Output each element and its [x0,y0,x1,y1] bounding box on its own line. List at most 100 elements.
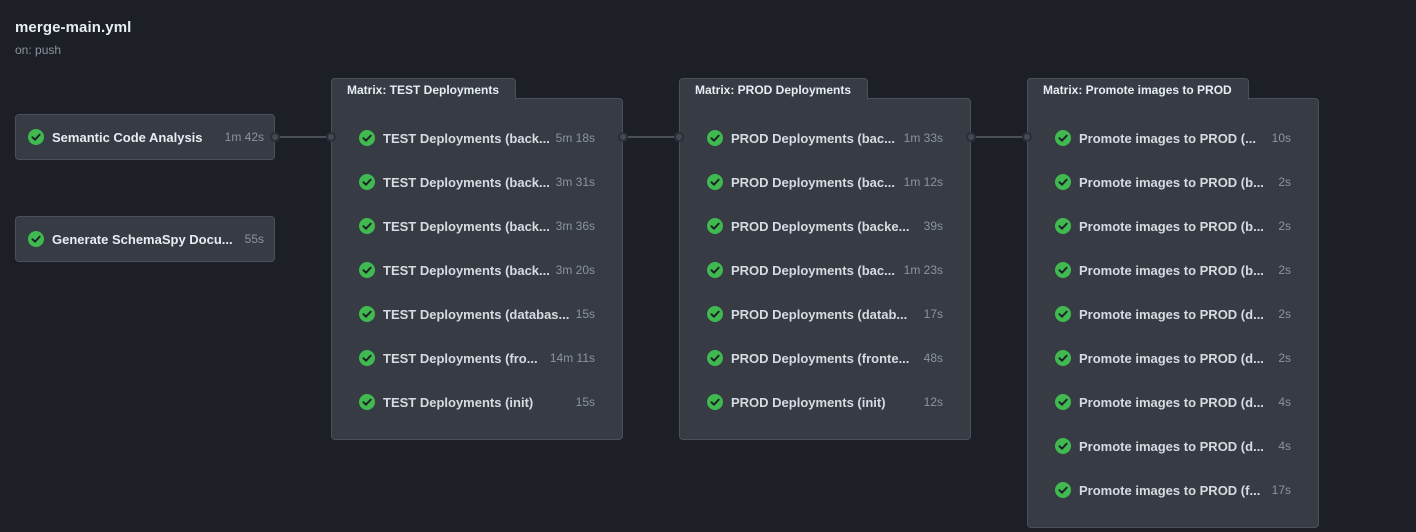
job-duration: 55s [244,232,264,246]
matrix-job-item[interactable]: Promote images to PROD (b... 2s [1055,214,1291,238]
check-circle-icon [1055,482,1071,498]
matrix-job-name: Promote images to PROD (... [1079,130,1256,146]
check-circle-icon [1055,130,1071,146]
matrix-job-item[interactable]: Promote images to PROD (f... 17s [1055,478,1291,502]
job-name: Generate SchemaSpy Docu... [52,231,233,247]
workflow-trigger: on: push [15,43,62,57]
matrix-job-name: Promote images to PROD (d... [1079,350,1264,366]
matrix-job-item[interactable]: TEST Deployments (databas... 15s [359,302,595,326]
matrix-job-item[interactable]: PROD Deployments (bac...1m 23s [707,258,943,282]
matrix-job-item[interactable]: TEST Deployments (back... 3m 20s [359,258,595,282]
matrix-job-item[interactable]: TEST Deployments (back...5m 18s [359,126,595,150]
job-semantic-code-analysis[interactable]: Semantic Code Analysis 1m 42s [15,114,275,160]
matrix-job-duration: 12s [923,395,943,409]
matrix-job-name: PROD Deployments (init) [731,394,886,410]
matrix-job-item[interactable]: PROD Deployments (bac... 1m 12s [707,170,943,194]
matrix-job-name: TEST Deployments (init) [383,394,534,410]
matrix-title: Matrix: TEST Deployments [331,78,517,100]
check-circle-icon [359,350,375,366]
matrix-job-item[interactable]: Promote images to PROD (...10s [1055,126,1291,150]
matrix-promote-images-to-prod: Matrix: Promote images to PROD Promote i… [1027,78,1319,528]
matrix-job-name: TEST Deployments (back... [383,130,550,146]
check-circle-icon [707,218,723,234]
check-circle-icon [1055,394,1071,410]
workflow-file-title[interactable]: merge-main.yml [15,19,132,36]
matrix-test-deployments: Matrix: TEST Deployments TEST Deployment… [331,78,623,440]
matrix-job-duration: 2s [1278,263,1291,277]
matrix-job-item[interactable]: PROD Deployments (bac...1m 33s [707,126,943,150]
matrix-job-item[interactable]: Promote images to PROD (b...2s [1055,170,1291,194]
job-duration: 1m 42s [224,130,264,144]
matrix-job-item[interactable]: PROD Deployments (fronte... 48s [707,346,943,370]
matrix-job-name: TEST Deployments (back... [383,218,550,234]
check-circle-icon [1055,350,1071,366]
check-circle-icon [1055,438,1071,454]
check-circle-icon [1055,262,1071,278]
matrix-job-duration: 48s [923,351,943,365]
check-circle-icon [359,174,375,190]
matrix-job-name: PROD Deployments (fronte... [731,350,910,366]
check-circle-icon [359,394,375,410]
matrix-job-duration: 39s [923,219,943,233]
check-circle-icon [1055,306,1071,322]
matrix-job-name: Promote images to PROD (b... [1079,218,1264,234]
matrix-job-name: Promote images to PROD (d... [1079,438,1264,454]
matrix-job-duration: 2s [1278,351,1291,365]
matrix-job-item[interactable]: PROD Deployments (init) 12s [707,390,943,414]
matrix-job-item[interactable]: Promote images to PROD (d...4s [1055,390,1291,414]
matrix-job-duration: 17s [1271,483,1291,497]
matrix-job-item[interactable]: Promote images to PROD (b... 2s [1055,258,1291,282]
check-circle-icon [707,394,723,410]
matrix-title: Matrix: Promote images to PROD [1027,78,1249,100]
matrix-job-name: PROD Deployments (bac... [731,174,895,190]
matrix-job-duration: 15s [575,307,595,321]
matrix-job-duration: 4s [1278,439,1291,453]
matrix-job-name: TEST Deployments (fro... [383,350,538,366]
matrix-job-duration: 4s [1278,395,1291,409]
matrix-job-duration: 17s [923,307,943,321]
connector-node [966,132,976,142]
connector-node [674,132,684,142]
connector-node [1022,132,1032,142]
check-circle-icon [707,174,723,190]
connector-node [270,132,280,142]
check-circle-icon [707,262,723,278]
matrix-job-item[interactable]: Promote images to PROD (d... 2s [1055,346,1291,370]
job-generate-schemaspy-docs[interactable]: Generate SchemaSpy Docu... 55s [15,216,275,262]
connector-node [326,132,336,142]
matrix-job-name: PROD Deployments (backe... [731,218,910,234]
matrix-job-item[interactable]: Promote images to PROD (d... 4s [1055,434,1291,458]
matrix-job-item[interactable]: PROD Deployments (datab... 17s [707,302,943,326]
matrix-job-item[interactable]: TEST Deployments (back... 3m 36s [359,214,595,238]
matrix-job-item[interactable]: TEST Deployments (fro... 14m 11s [359,346,595,370]
matrix-job-duration: 14m 11s [549,351,595,365]
check-circle-icon [359,218,375,234]
matrix-job-name: PROD Deployments (datab... [731,306,908,322]
connector-node [618,132,628,142]
matrix-job-name: Promote images to PROD (f... [1079,482,1261,498]
matrix-job-duration: 2s [1278,219,1291,233]
matrix-job-name: PROD Deployments (bac... [731,262,895,278]
matrix-title: Matrix: PROD Deployments [679,78,869,100]
matrix-job-name: TEST Deployments (databas... [383,306,570,322]
matrix-job-item[interactable]: TEST Deployments (init)15s [359,390,595,414]
matrix-job-duration: 3m 36s [555,219,595,233]
matrix-job-item[interactable]: Promote images to PROD (d... 2s [1055,302,1291,326]
matrix-job-duration: 3m 20s [555,263,595,277]
matrix-job-duration: 2s [1278,307,1291,321]
check-circle-icon [359,262,375,278]
check-circle-icon [359,130,375,146]
check-circle-icon [1055,218,1071,234]
matrix-job-name: TEST Deployments (back... [383,174,550,190]
matrix-job-duration: 3m 31s [555,175,595,189]
matrix-job-duration: 2s [1278,175,1291,189]
matrix-job-duration: 1m 33s [903,131,943,145]
check-circle-icon [28,231,44,247]
matrix-job-name: TEST Deployments (back... [383,262,550,278]
matrix-job-name: Promote images to PROD (b... [1079,262,1264,278]
matrix-job-duration: 1m 12s [903,175,943,189]
check-circle-icon [707,306,723,322]
matrix-job-item[interactable]: TEST Deployments (back... 3m 31s [359,170,595,194]
matrix-job-item[interactable]: PROD Deployments (backe... 39s [707,214,943,238]
matrix-job-name: Promote images to PROD (d... [1079,306,1264,322]
